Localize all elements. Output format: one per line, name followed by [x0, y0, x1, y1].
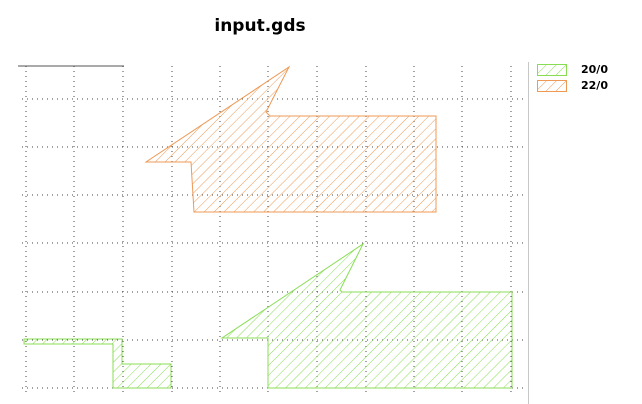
layout-title: input.gds — [214, 16, 306, 36]
legend-swatch-green — [537, 64, 567, 76]
legend-label: 20/0 — [581, 63, 608, 76]
layer-20-0-polygon-large[interactable] — [220, 242, 513, 389]
layer-legend: 20/0 22/0 — [528, 62, 642, 404]
legend-item-22-0[interactable]: 22/0 — [537, 79, 637, 94]
layer-22-0-polygon[interactable] — [144, 65, 437, 213]
legend-label: 22/0 — [581, 79, 608, 92]
legend-swatch-orange — [537, 80, 567, 92]
layer-22-0[interactable] — [144, 65, 437, 213]
legend-item-20-0[interactable]: 20/0 — [537, 63, 637, 78]
layer-20-0[interactable] — [23, 242, 513, 389]
layer-20-0-polygon-small[interactable] — [23, 338, 172, 389]
